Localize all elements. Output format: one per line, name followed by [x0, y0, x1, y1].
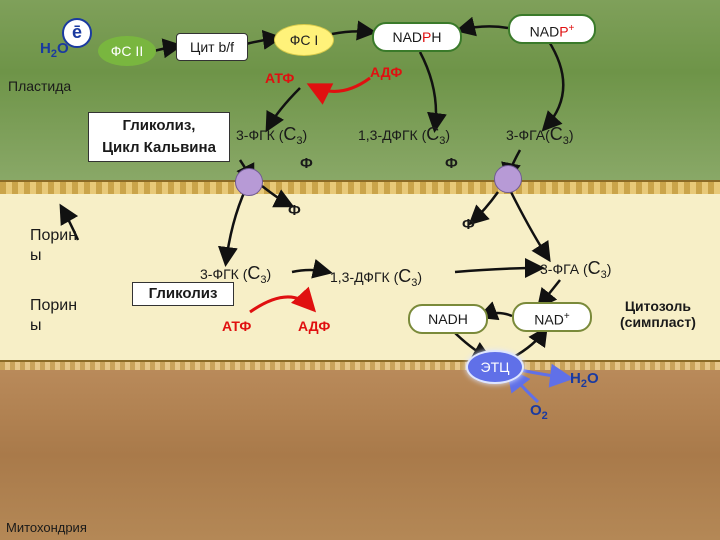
- phosphate-cytosol-left: Ф: [288, 202, 301, 219]
- glycolysis-calvin-cycle-box: Гликолиз, Цикл Кальвина: [88, 112, 230, 162]
- phosphate-cytosol-right: Ф: [462, 216, 475, 233]
- glycolysis-box-cytosol: Гликолиз: [132, 282, 234, 306]
- bpga-cytosol: 1,3-ДФГК (С3): [330, 266, 423, 289]
- water-plastid: H2O: [40, 40, 69, 60]
- mitochondrion-region: [0, 370, 720, 540]
- arrow-atp-to-pga: [265, 87, 301, 133]
- nadp-plus-plastid: NADP+: [508, 14, 596, 44]
- cytochrome-bf: Цит b/f: [176, 33, 248, 61]
- electron-transport-chain: ЭТЦ: [466, 350, 524, 384]
- arrow-nadp-to-gap: [541, 39, 565, 132]
- arrow-pga-to-bpga: [291, 258, 333, 279]
- arrow-nadph-to-bpga: [418, 51, 447, 133]
- arrow-nadp-to-nadph: [455, 16, 509, 37]
- electron-label: ē: [62, 18, 92, 48]
- arrow-porin-right-cross: [508, 189, 551, 263]
- arrow-atp-adp-cytosol: [249, 286, 317, 314]
- porin-channel-right: [494, 165, 522, 193]
- arrow-etc-to-nad: [511, 325, 548, 360]
- pga-plastid: 3-ФГК (С3): [236, 124, 308, 147]
- arrow-adp-to-atp: [306, 76, 371, 105]
- plastid-compartment-label: Пластида: [8, 78, 72, 94]
- cytosol-compartment-label: Цитозоль(симпласт): [620, 298, 696, 330]
- nadh-cytosol: NADH: [408, 304, 488, 334]
- adp-cytosol: АДФ: [298, 318, 331, 334]
- nadph-plastid: NADPH: [372, 22, 462, 52]
- arrow-etc-to-water: [519, 363, 574, 388]
- photosystem-2: ФС II: [98, 36, 156, 66]
- phosphate-plastid-left: Ф: [300, 155, 313, 172]
- porin-channel-left: [235, 168, 263, 196]
- atp-cytosol: АТФ: [222, 318, 252, 334]
- adp-plastid: АДФ: [370, 64, 403, 80]
- gap-cytosol: 3-ФГА (С3): [540, 258, 612, 281]
- arrow-ps1-to-nadph: [331, 20, 377, 41]
- gap-plastid: 3-ФГА(С3): [506, 124, 574, 147]
- atp-plastid: АТФ: [265, 70, 295, 86]
- mitochondrion-compartment-label: Митохондрия: [6, 520, 87, 535]
- oxygen-mito: O2: [530, 402, 548, 422]
- cytosol-region: [0, 194, 720, 360]
- nad-plus-cytosol: NAD+: [512, 302, 592, 332]
- bpga-plastid: 1,3-ДФГК (С3): [358, 124, 451, 147]
- phosphate-plastid-right: Ф: [445, 155, 458, 172]
- arrow-phi-right: [468, 191, 500, 226]
- pga-cytosol: 3-ФГК (С3): [200, 263, 272, 286]
- water-mito: H2O: [570, 370, 599, 390]
- arrow-bpga-to-gap: [454, 258, 545, 279]
- arrow-porin-label: [59, 203, 80, 241]
- photosystem-1: ФС I: [274, 24, 334, 56]
- arrow-porin-left-phi: [261, 185, 295, 208]
